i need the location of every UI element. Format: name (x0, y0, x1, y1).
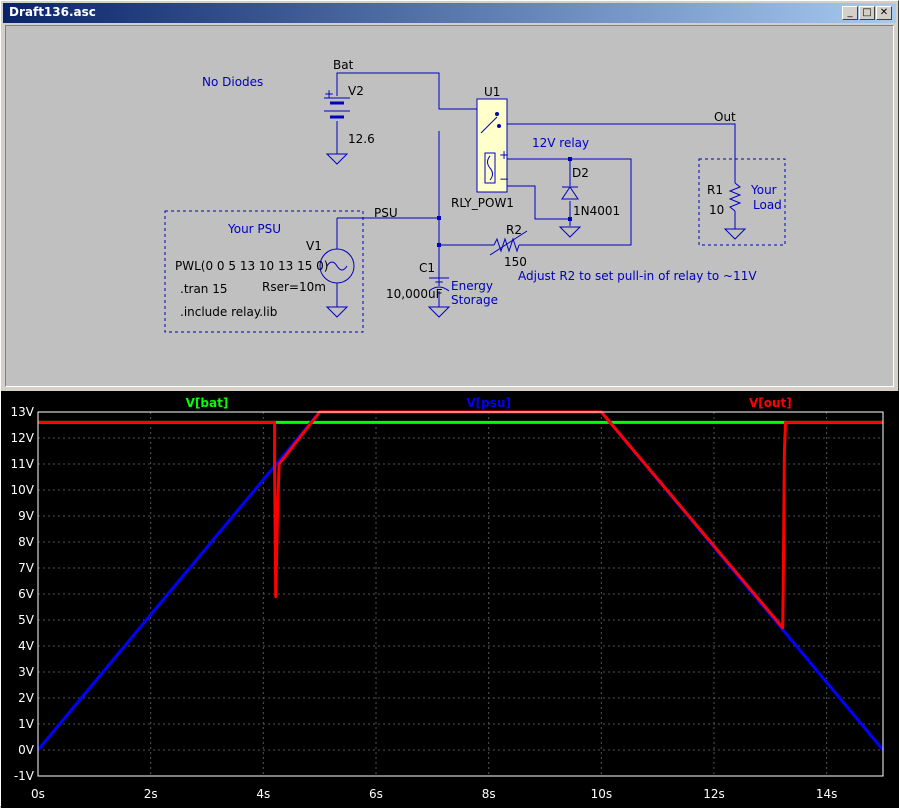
plot-traces (36, 410, 885, 751)
v2-name: V2 (348, 84, 364, 98)
u1-value: RLY_POW1 (451, 196, 514, 210)
black-labels: Bat PSU Out V2 12.6 U1 RLY_POW1 D2 1N400… (175, 58, 736, 319)
y-tick-label: -1V (14, 769, 35, 783)
note-your: Your (750, 183, 777, 197)
x-tick-label: 4s (256, 787, 270, 801)
x-axis-ticks: 0s 2s 4s 6s 8s 10s 12s 14s (31, 787, 837, 801)
y-tick-label: 5V (18, 613, 35, 627)
y-tick-label: 8V (18, 535, 35, 549)
r1-name: R1 (707, 183, 723, 197)
y-tick-label: 1V (18, 717, 35, 731)
y-tick-label: 10V (11, 483, 35, 497)
restore-button[interactable]: □ (859, 6, 875, 20)
note-energy: Energy (451, 279, 493, 293)
c1-capacitor[interactable] (428, 277, 450, 292)
legend-entry[interactable]: V[bat] (186, 396, 229, 410)
y-tick-label: 4V (18, 639, 35, 653)
x-tick-label: 12s (703, 787, 725, 801)
ground-symbols (325, 153, 747, 318)
y-tick-label: 3V (18, 665, 35, 679)
y-tick-label: 13V (11, 405, 35, 419)
series-line-vout (38, 410, 883, 630)
r1-value: 10 (709, 203, 724, 217)
include-directive: .include relay.lib (180, 305, 277, 319)
r2-name: R2 (506, 223, 522, 237)
c1-value: 10,000uF (386, 287, 443, 301)
x-tick-label: 6s (369, 787, 383, 801)
coil-minus-mark: − (499, 172, 509, 186)
y-tick-label: 12V (11, 431, 35, 445)
y-tick-label: 9V (18, 509, 35, 523)
schematic-canvas[interactable]: Bat PSU Out V2 12.6 U1 RLY_POW1 D2 1N400… (6, 26, 893, 386)
polarity-marks: + + + − (324, 87, 509, 289)
blue-notes: No Diodes Your PSU 12V relay Adjust R2 t… (202, 75, 782, 307)
x-tick-label: 2s (144, 787, 158, 801)
close-button[interactable]: ✕ (876, 6, 892, 20)
net-label-out: Out (714, 110, 736, 124)
d2-value: 1N4001 (573, 204, 620, 218)
minimize-button[interactable]: _ (842, 6, 858, 20)
v1-name: V1 (306, 239, 322, 253)
y-tick-label: 7V (18, 561, 35, 575)
y-tick-label: 2V (18, 691, 35, 705)
note-12v-relay: 12V relay (532, 136, 589, 150)
net-label-bat: Bat (333, 58, 354, 72)
note-adjust-r2: Adjust R2 to set pull-in of relay to ~11… (518, 269, 757, 283)
r2-value: 150 (504, 255, 527, 269)
v2-value: 12.6 (348, 132, 375, 146)
wires (336, 72, 736, 307)
r1-resistor[interactable] (728, 182, 742, 212)
net-label-psu: PSU (374, 206, 398, 220)
x-tick-label: 14s (816, 787, 838, 801)
series-line-vpsu (36, 410, 885, 751)
x-tick-label: 0s (31, 787, 45, 801)
tran-directive: .tran 15 (180, 282, 228, 296)
waveform-pane[interactable]: V[bat] V[psu] V[out] -1V 0V 1V 2V 3V 4V 5V 6V 7V 8V… (1, 391, 899, 808)
y-tick-label: 6V (18, 587, 35, 601)
note-no-diodes: No Diodes (202, 75, 263, 89)
u1-name: U1 (484, 85, 500, 99)
c1-name: C1 (419, 261, 435, 275)
note-your-psu: Your PSU (227, 222, 281, 236)
note-load: Load (753, 198, 782, 212)
window-title: Draft136.asc (9, 5, 96, 19)
v1-source[interactable] (319, 248, 355, 284)
c1-plus-mark: + (434, 275, 444, 289)
y-tick-label: 11V (11, 457, 35, 471)
coil-plus-mark: + (499, 148, 509, 162)
d2-diode[interactable] (561, 186, 579, 200)
legend-entry[interactable]: V[out] (749, 396, 792, 410)
title-bar[interactable]: Draft136.asc _ □ ✕ (3, 3, 896, 23)
plot-legend: V[bat] V[psu] V[out] (186, 396, 792, 410)
u1-relay[interactable] (476, 98, 508, 193)
note-storage: Storage (451, 293, 498, 307)
y-tick-label: 0V (18, 743, 35, 757)
waveform-chart[interactable]: V[bat] V[psu] V[out] -1V 0V 1V 2V 3V 4V 5V 6V 7V 8V… (1, 391, 899, 808)
y-axis-ticks: -1V 0V 1V 2V 3V 4V 5V 6V 7V 8V 9V 10V 11V 12V 13V (11, 405, 35, 783)
x-tick-label: 10s (591, 787, 613, 801)
d2-name: D2 (572, 166, 589, 180)
x-tick-label: 8s (482, 787, 496, 801)
annotation-boxes (164, 158, 786, 333)
plot-grid (37, 411, 883, 777)
v2-plus-mark: + (324, 87, 334, 101)
v1-value: PWL(0 0 5 13 10 13 15 0) (175, 259, 328, 273)
v2-battery[interactable] (324, 97, 350, 119)
junctions (437, 157, 572, 247)
legend-entry[interactable]: V[psu] (466, 396, 511, 410)
plot-frame (37, 411, 884, 777)
r2-resistor[interactable] (489, 230, 528, 256)
schematic-pane[interactable]: Bat PSU Out V2 12.6 U1 RLY_POW1 D2 1N400… (5, 25, 894, 387)
v1-rser: Rser=10m (262, 280, 326, 294)
